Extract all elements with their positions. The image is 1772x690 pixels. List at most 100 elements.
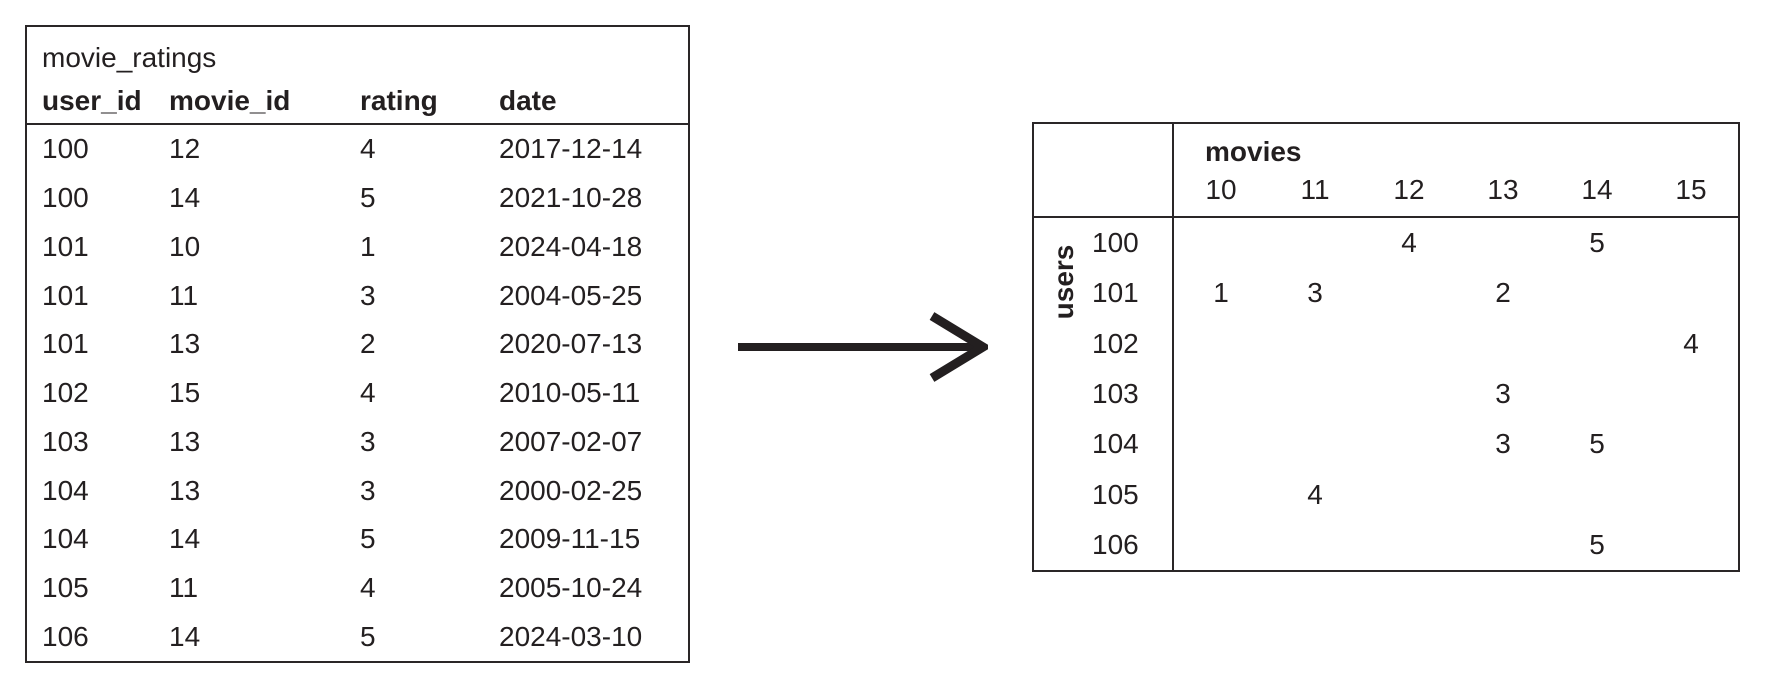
matrix-cell [1644, 419, 1738, 469]
table-header-row: user_id movie_id rating date [27, 79, 688, 125]
cell-date: 2005-10-24 [499, 571, 643, 603]
cell-movie-id: 14 [169, 620, 201, 652]
table-row: 100 14 5 2021-10-28 [27, 174, 688, 223]
cell-user-id: 100 [42, 182, 89, 214]
cell-user-id: 104 [42, 474, 89, 506]
cell-movie-id: 12 [169, 133, 201, 165]
table-row: 104 14 5 2009-11-15 [27, 515, 688, 564]
cell-date: 2010-05-11 [499, 377, 641, 409]
movie-id-column-header: 13 [1487, 174, 1519, 205]
cell-date: 2007-02-07 [499, 425, 643, 457]
cell-date: 2021-10-28 [499, 182, 643, 214]
matrix-cell [1174, 369, 1268, 419]
cell-user-id: 100 [42, 133, 89, 165]
cell-movie-id: 14 [169, 523, 201, 555]
cell-movie-id: 10 [169, 230, 201, 262]
matrix-cell [1268, 218, 1362, 268]
matrix-cell [1174, 469, 1268, 519]
cell-rating: 5 [360, 523, 376, 555]
matrix-cell: 3 [1307, 277, 1323, 309]
cell-movie-id: 13 [169, 328, 201, 360]
user-id-row-header: 104 [1092, 428, 1139, 460]
table-row: 103 13 3 2007-02-07 [27, 417, 688, 466]
cell-date: 2024-03-10 [499, 620, 643, 652]
user-id-row-header: 101 [1092, 277, 1139, 309]
table-row: 104 13 3 2000-02-25 [27, 466, 688, 515]
matrix-cell [1644, 369, 1738, 419]
cell-user-id: 104 [42, 523, 89, 555]
user-id-row-header: 106 [1092, 528, 1139, 560]
matrix-cell [1550, 268, 1644, 318]
user-id-row-header: 100 [1092, 227, 1139, 259]
cell-date: 2000-02-25 [499, 474, 643, 506]
column-header-date: date [499, 85, 557, 116]
cell-date: 2024-04-18 [499, 230, 643, 262]
cell-movie-id: 13 [169, 425, 201, 457]
cell-rating: 5 [360, 620, 376, 652]
cell-user-id: 106 [42, 620, 89, 652]
table-title: movie_ratings [42, 42, 217, 73]
matrix-cell [1644, 469, 1738, 519]
matrix-cell: 4 [1401, 227, 1417, 259]
matrix-cell [1362, 319, 1456, 369]
matrix-cell [1644, 520, 1738, 570]
table-row: 105 11 4 2005-10-24 [27, 564, 688, 613]
movie-id-column-header: 11 [1300, 174, 1330, 205]
matrix-cell [1362, 369, 1456, 419]
cell-rating: 3 [360, 279, 376, 311]
cell-user-id: 101 [42, 230, 89, 262]
matrix-cell: 3 [1495, 428, 1511, 460]
matrix-cell [1644, 268, 1738, 318]
table-body: 100 12 4 2017-12-14 100 14 5 2021-10-28 … [27, 125, 688, 661]
matrix-cell [1362, 268, 1456, 318]
matrix-cell [1268, 520, 1362, 570]
matrix-cell [1456, 319, 1550, 369]
cell-date: 2009-11-15 [499, 523, 641, 555]
matrix-cell [1268, 419, 1362, 469]
cell-movie-id: 15 [169, 377, 201, 409]
cell-rating: 1 [360, 230, 376, 262]
table-row: 101 13 2 2020-07-13 [27, 320, 688, 369]
matrix-cell [1174, 218, 1268, 268]
cell-rating: 2 [360, 328, 376, 360]
cell-user-id: 103 [42, 425, 89, 457]
cell-rating: 3 [360, 425, 376, 457]
users-group-label: users [1048, 244, 1079, 320]
movies-group-label: movies [1205, 136, 1302, 167]
matrix-cell [1550, 369, 1644, 419]
matrix-cell [1362, 520, 1456, 570]
user-id-row-header: 102 [1092, 327, 1139, 359]
matrix-column-header: movies 10 11 12 13 14 15 [1174, 124, 1738, 218]
column-header-rating: rating [360, 85, 438, 116]
matrix-cell: 4 [1307, 478, 1323, 510]
column-header-user-id: user_id [42, 85, 142, 116]
cell-rating: 5 [360, 182, 376, 214]
matrix-cell [1550, 319, 1644, 369]
matrix-cell [1362, 469, 1456, 519]
movie-id-column-header: 14 [1581, 174, 1613, 205]
matrix-corner-cell [1034, 124, 1174, 218]
cell-user-id: 101 [42, 279, 89, 311]
cell-movie-id: 11 [169, 279, 199, 311]
right-arrow-icon [738, 312, 992, 382]
table-row: 102 15 4 2010-05-11 [27, 369, 688, 418]
movie-id-column-header: 15 [1675, 174, 1707, 205]
matrix-cell [1456, 218, 1550, 268]
column-header-movie-id: movie_id [169, 85, 291, 116]
matrix-cell [1456, 469, 1550, 519]
matrix-cell: 5 [1589, 227, 1605, 259]
matrix-cell: 5 [1589, 528, 1605, 560]
table-row: 101 10 1 2024-04-18 [27, 222, 688, 271]
cell-movie-id: 14 [169, 182, 201, 214]
movie-id-header-row: 10 11 12 13 14 15 [1174, 170, 1738, 210]
matrix-cell: 1 [1213, 277, 1229, 309]
matrix-cell [1174, 419, 1268, 469]
movie-id-column-header: 12 [1393, 174, 1425, 205]
cell-date: 2020-07-13 [499, 328, 643, 360]
cell-rating: 4 [360, 133, 376, 165]
matrix-cell: 3 [1495, 377, 1511, 409]
matrix-cell [1174, 520, 1268, 570]
matrix-cell [1268, 319, 1362, 369]
transform-arrow [732, 307, 992, 387]
